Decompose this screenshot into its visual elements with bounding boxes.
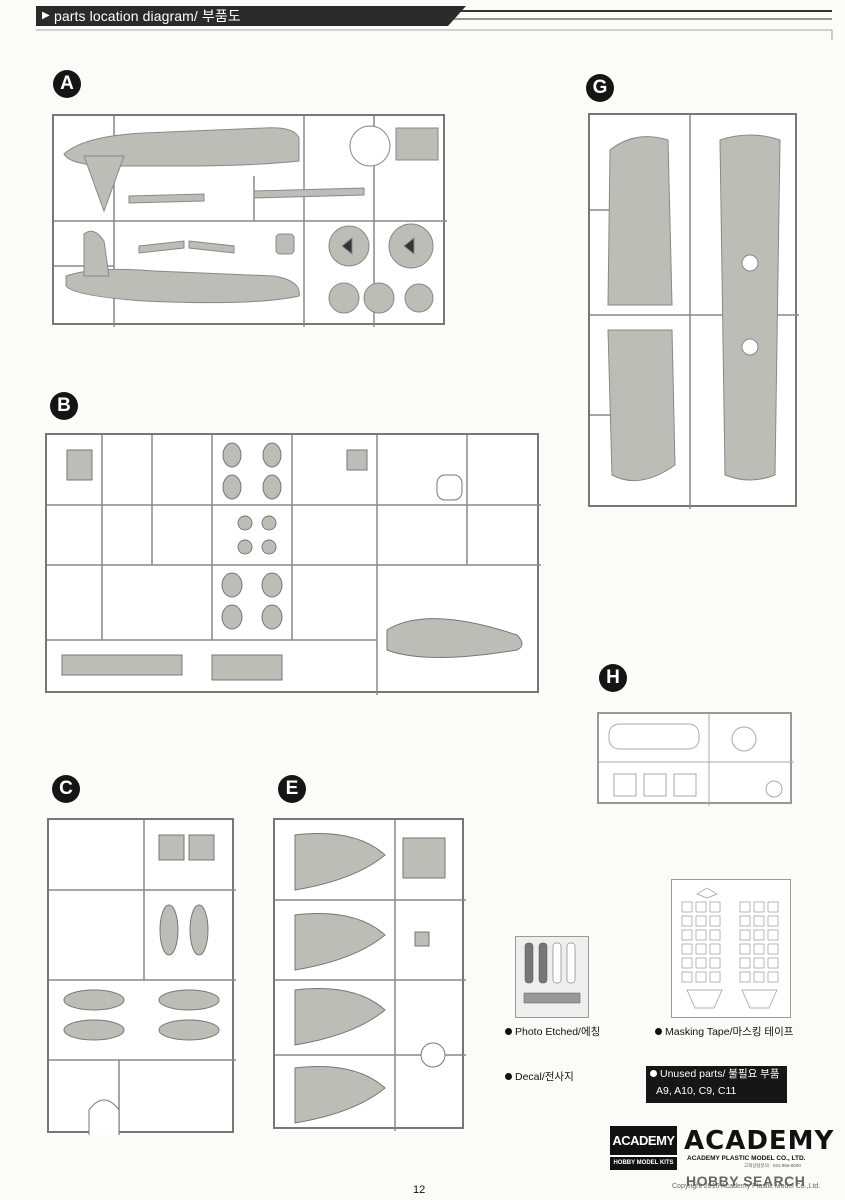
bullet-icon (505, 1028, 512, 1035)
sprue-g (588, 113, 799, 509)
sprue-c-parts (49, 820, 236, 1135)
bullet-icon (650, 1070, 657, 1077)
section-badge-b: B (50, 392, 78, 420)
legend-decal: Decal/전사지 (505, 1071, 574, 1084)
hobby-search-watermark: HOBBY SEARCH (686, 1173, 806, 1189)
copyright-text: Copyright 2016 Academy Plastic Model Co.… (672, 1183, 821, 1190)
photo-etched-parts (523, 942, 581, 1004)
sprue-e-parts (275, 820, 466, 1131)
sprue-b-parts (47, 435, 541, 695)
academy-company-logo: ACADEMY ACADEMY PLASTIC MODEL CO., LTD. … (684, 1126, 835, 1168)
section-badge-h: H (599, 664, 627, 692)
sprue-c (47, 818, 236, 1135)
page-title: parts location diagram/ 부품도 (54, 8, 241, 24)
sprue-h-parts (599, 714, 794, 806)
sprue-e (273, 818, 466, 1131)
legend-masking-tape: Masking Tape/마스킹 테이프 (655, 1026, 793, 1039)
sprue-g-parts (590, 115, 799, 509)
masking-tape-parts (681, 887, 779, 1009)
academy-hobby-logo: ACADEMY HOBBY MODEL KITS (610, 1126, 677, 1170)
play-arrow-icon: ▶ (42, 10, 50, 21)
section-badge-e: E (278, 775, 306, 803)
unused-parts-title: Unused parts/ 불필요 부품 (650, 1068, 780, 1081)
masking-tape-sheet (671, 879, 791, 1018)
bullet-icon (655, 1028, 662, 1035)
section-badge-c: C (52, 775, 80, 803)
sprue-a (52, 114, 447, 327)
unused-parts-box: Unused parts/ 불필요 부품 A9, A10, C9, C11 (646, 1066, 787, 1103)
section-badge-a: A (53, 70, 81, 98)
unused-parts-list: A9, A10, C9, C11 (656, 1085, 737, 1097)
section-badge-g: G (586, 74, 614, 102)
sprue-a-parts (54, 116, 447, 327)
sprue-h (597, 712, 794, 806)
photo-etched-sheet (515, 936, 589, 1018)
sprue-b (45, 433, 541, 695)
page-number: 12 (413, 1184, 426, 1196)
bullet-icon (505, 1073, 512, 1080)
legend-photo-etched: Photo Etched/에칭 (505, 1026, 600, 1039)
